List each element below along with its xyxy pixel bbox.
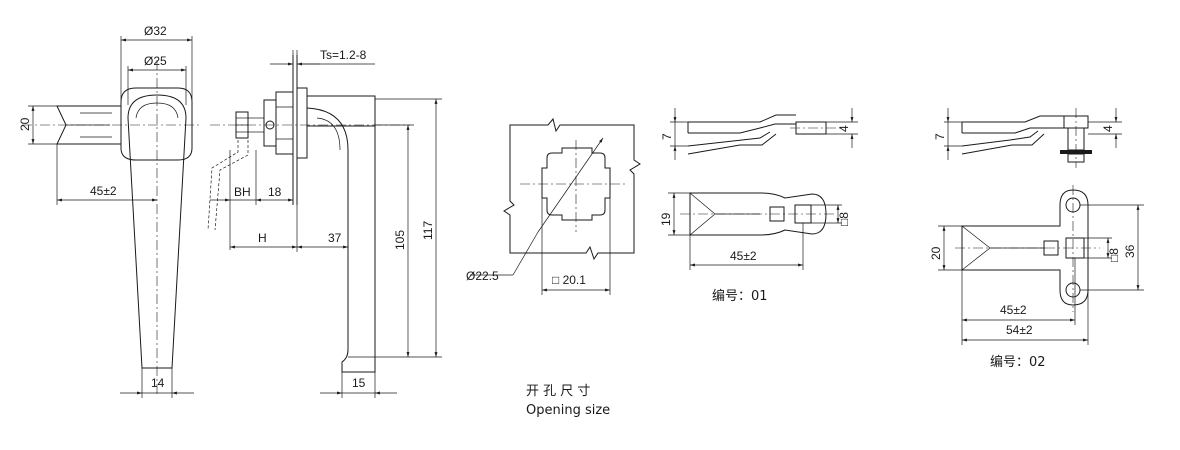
front-view-handle: Ø32 Ø25 20 45±2 14 (18, 24, 200, 398)
dim-h: H (258, 231, 267, 245)
dim-len45: 45±2 (90, 184, 117, 198)
cam-view-02: 7 4 20 □8 36 45±2 54±2 编号：02 (929, 108, 1144, 370)
cam-view-01: 7 4 19 □8 45±2 编号：01 (659, 108, 858, 304)
v1-code: 编号：01 (712, 289, 768, 304)
dim-ts: Ts=1.2-8 (320, 48, 367, 62)
dim-cut-sq: □ 20.1 (552, 273, 586, 287)
dim-bh: BH (234, 185, 251, 199)
v2-code: 编号：02 (990, 355, 1046, 370)
v1-dim-4: 4 (837, 125, 851, 132)
v1-dim-45: 45±2 (730, 249, 757, 263)
dim-d105: 105 (393, 230, 407, 250)
v2-dim-54: 54±2 (1006, 323, 1033, 337)
v2-dim-7: 7 (933, 133, 947, 140)
v2-dim-20: 20 (929, 246, 943, 260)
caption-cn: 开 孔 尺 寸 (526, 384, 590, 399)
dim-d117: 117 (421, 221, 435, 240)
caption-en: Opening size (526, 403, 610, 418)
dim-d25: Ø25 (144, 54, 167, 68)
v2-dim-sq8: □8 (1107, 248, 1121, 262)
opening-size-view: Ø22.5 □ 20.1 开 孔 尺 寸 Opening size (466, 117, 641, 418)
v2-dim-45: 45±2 (1000, 303, 1027, 317)
side-view-handle: Ts=1.2-8 BH 18 H 37 105 117 15 (207, 48, 442, 398)
v2-dim-36: 36 (1123, 244, 1137, 258)
dim-cut-d: Ø22.5 (466, 269, 499, 283)
dim-d18: 18 (268, 185, 282, 199)
v1-dim-7: 7 (660, 133, 674, 140)
v1-dim-19: 19 (659, 212, 673, 226)
dim-h20: 20 (18, 117, 32, 131)
dim-d37: 37 (328, 231, 342, 245)
dim-w15: 15 (352, 376, 366, 390)
v2-dim-4: 4 (1101, 125, 1115, 132)
dim-d32: Ø32 (144, 24, 167, 38)
dim-w14: 14 (151, 376, 165, 390)
v1-dim-sq8: □8 (837, 212, 851, 226)
